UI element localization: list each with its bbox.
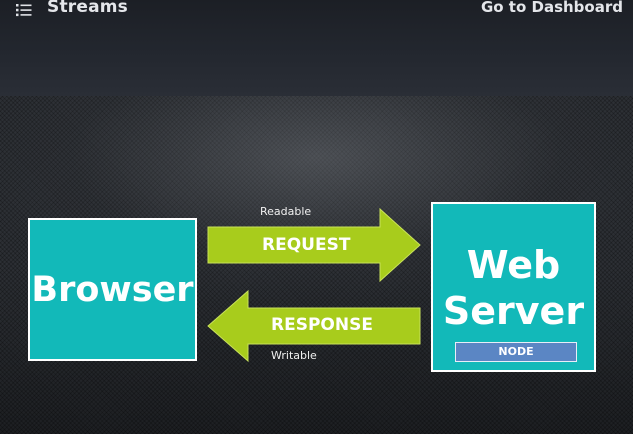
response-arrow: [207, 290, 421, 362]
list-icon[interactable]: [16, 3, 32, 17]
go-to-dashboard-link[interactable]: Go to Dashboard: [480, 0, 623, 16]
page-title: Streams: [47, 0, 128, 17]
browser-box: Browser: [28, 218, 197, 361]
browser-label: Browser: [31, 270, 194, 310]
web-server-box: Web Server NODE: [431, 202, 596, 372]
node-badge: NODE: [455, 342, 577, 362]
readable-label: Readable: [260, 205, 312, 218]
request-arrow: [207, 207, 421, 283]
web-server-label-line1: Web: [466, 243, 561, 287]
response-label: RESPONSE: [271, 315, 373, 335]
request-label: REQUEST: [262, 235, 351, 255]
top-bar: Streams Go to Dashboard: [0, 0, 633, 96]
writable-label: Writable: [271, 349, 317, 362]
web-server-label-line2: Server: [442, 289, 585, 333]
web-server-label: Web Server: [433, 242, 594, 334]
